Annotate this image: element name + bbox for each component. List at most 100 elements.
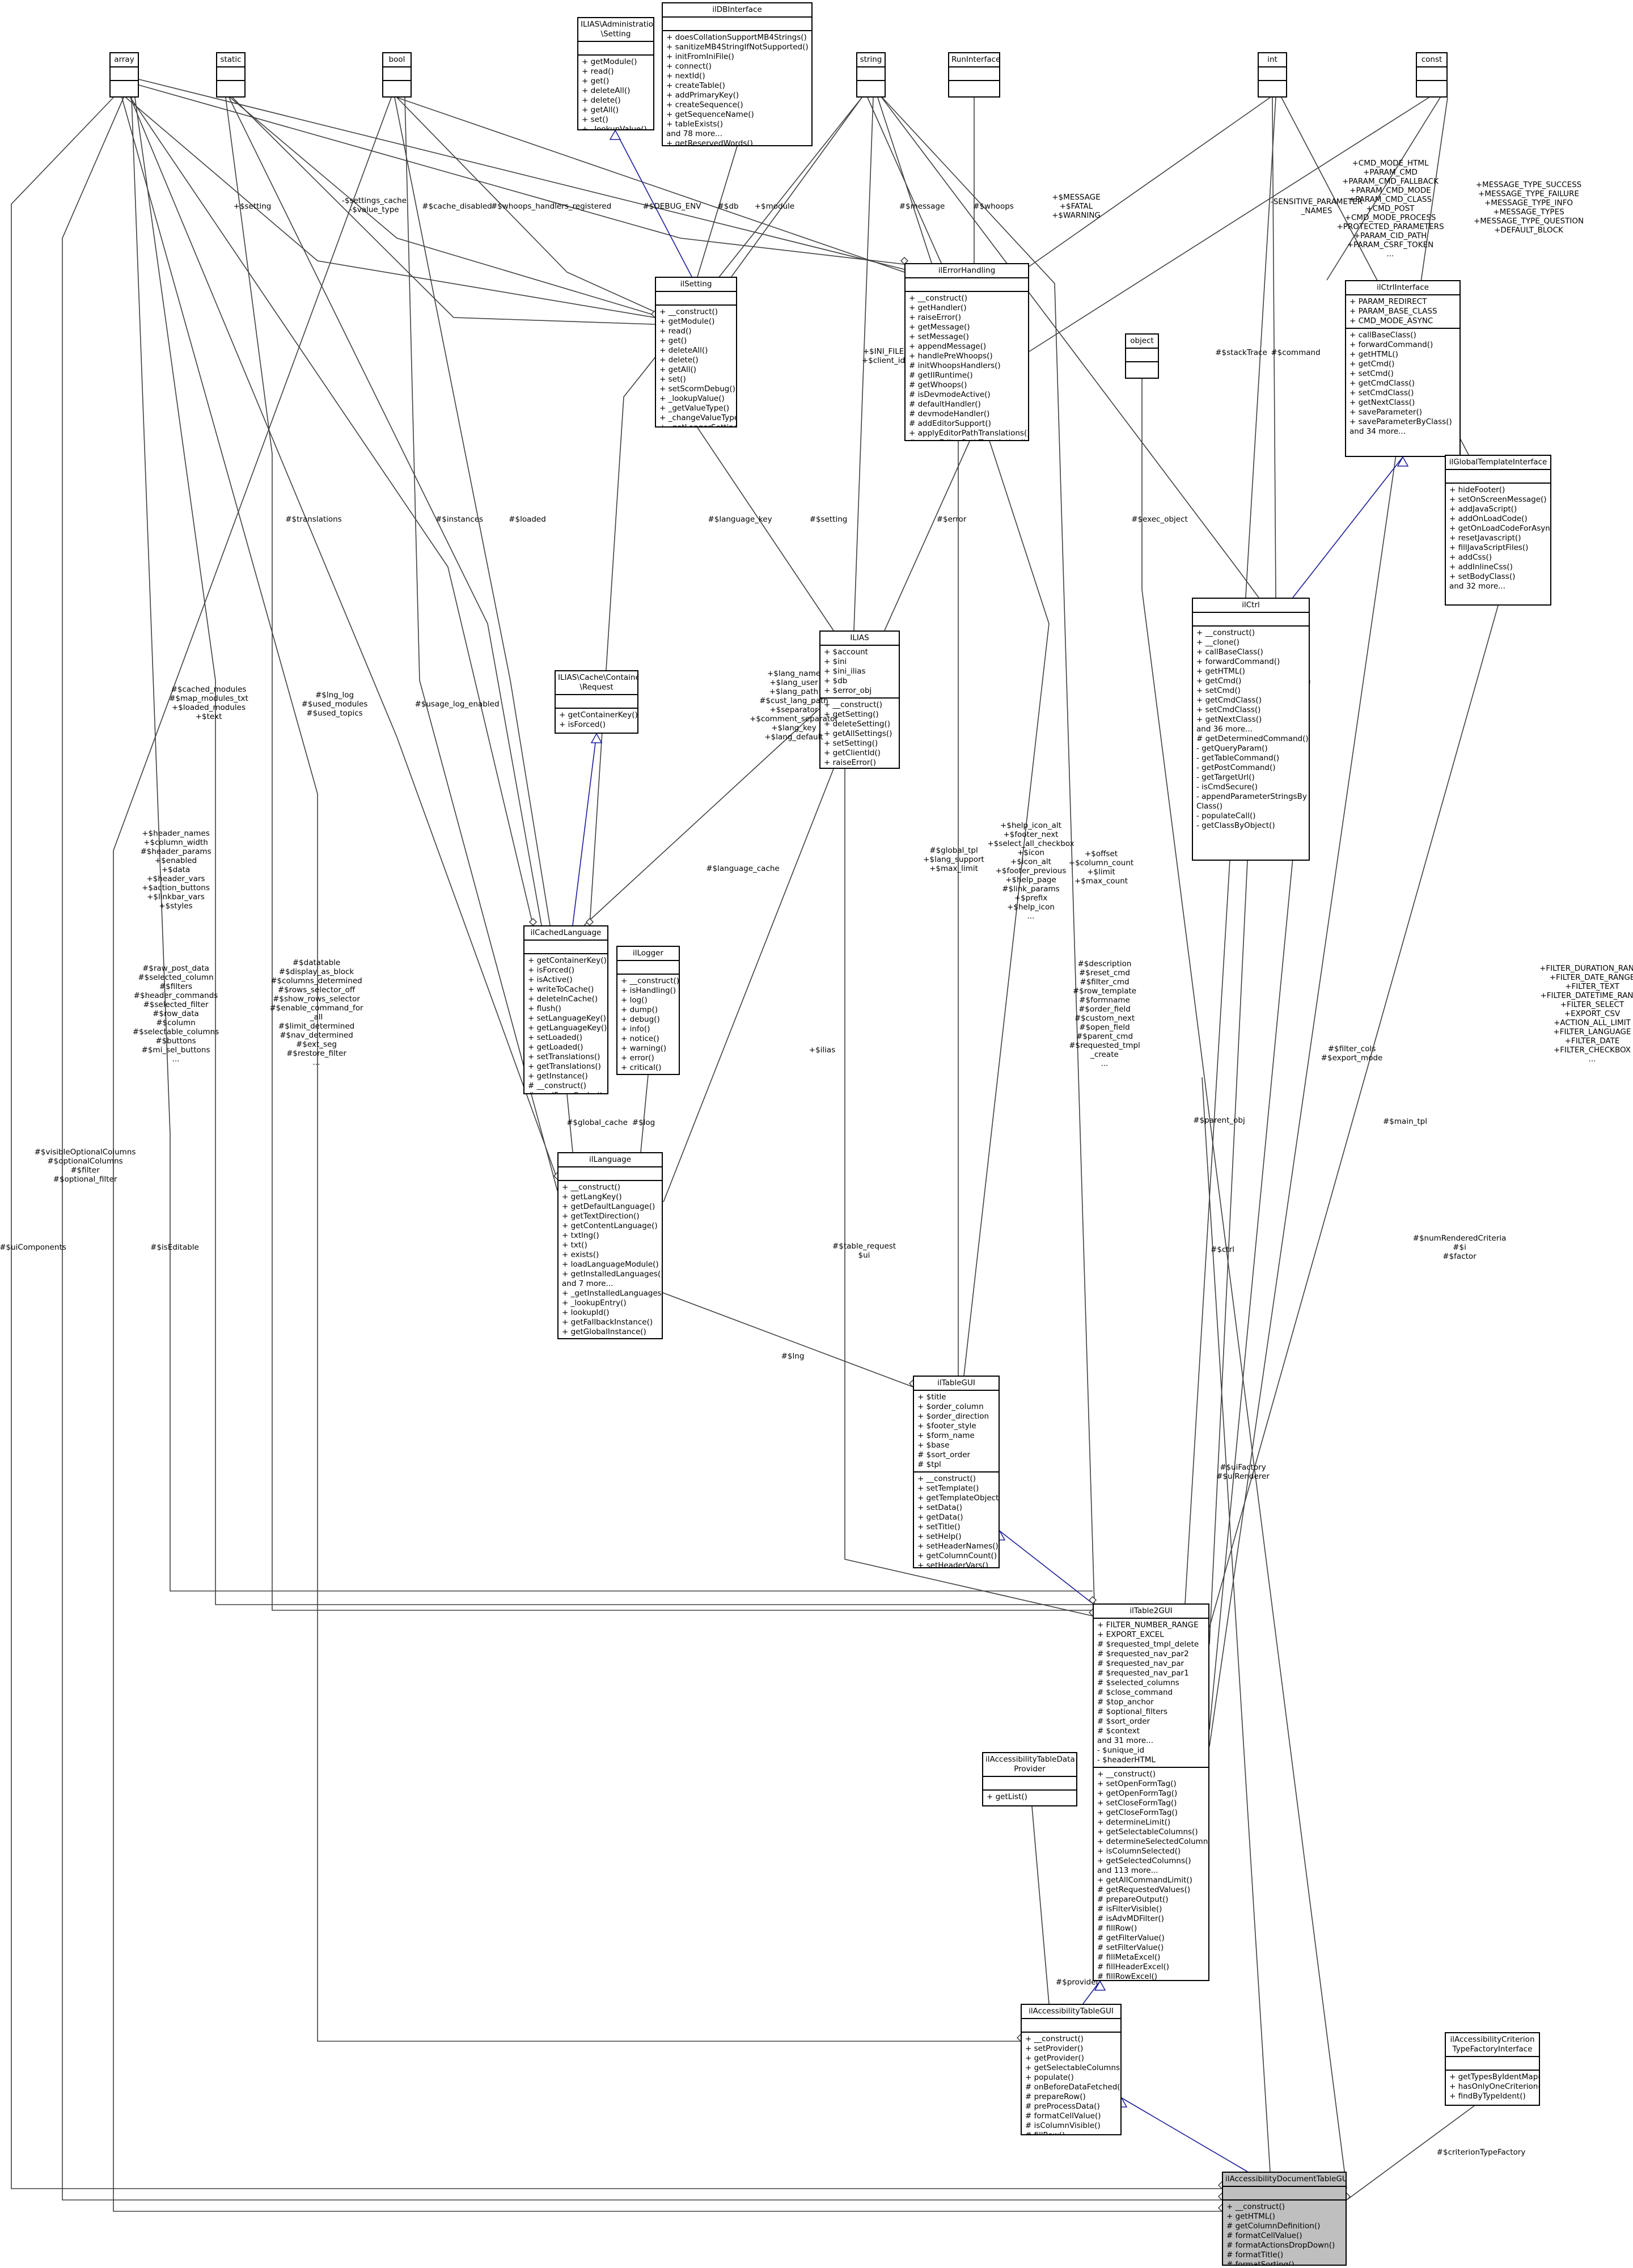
operations-section: + __construct()+ getModule()+ read()+ ge… [656,306,736,426]
class-table-gui[interactable]: ilTableGUI+ $title+ $order_column+ $orde… [913,1376,1000,1568]
operation: - getQueryParam() [1196,744,1268,753]
edge-label-line: +$help_icon_alt [1000,821,1061,830]
edge-label-line: +$MESSAGE [1052,193,1101,202]
association-edge [882,97,1095,1604]
edge-label-line: #$log [632,1118,655,1127]
operation: # isAdvMDFilter() [1097,1914,1164,1923]
class-string[interactable]: string [856,52,886,98]
operations-section [1126,362,1158,375]
edge-label-line: +EXPORT_CSV [1564,1009,1621,1018]
class-db-interface[interactable]: ilDBInterface+ doesCollationSupportMB4St… [662,2,813,146]
operation: + hideFooter() [1449,485,1505,494]
class-run-interface[interactable]: RunInterface [948,52,1000,98]
class-table2-gui[interactable]: ilTable2GUI+ FILTER_NUMBER_RANGE+ EXPORT… [1093,1603,1209,1981]
attribute: # $top_anchor [1097,1698,1154,1707]
operation: + getCloseFormTag() [1097,1808,1178,1817]
attributes-section [1223,2187,1346,2201]
operation: + getModule() [659,317,715,326]
class-ilsetting[interactable]: ilSetting+ __construct()+ getModule()+ r… [655,277,737,428]
operations-section: + getList() [983,1791,1076,1804]
edge-label-line: +$WARNING [1052,211,1101,220]
operation: + setCmdClass() [1349,388,1414,397]
class-static[interactable]: static [216,52,246,98]
aggregation-diamond [528,917,538,926]
attributes-section [578,42,653,56]
association-edge [1209,860,1248,1645]
operation: - isCmdSecure() [1196,782,1258,792]
class-accessibility-table-gui[interactable]: ilAccessibilityTableGUI+ __construct()+ … [1021,2004,1122,2135]
edge-label-msg-consts: +MESSAGE_TYPE_SUCCESS+MESSAGE_TYPE_FAILU… [1474,180,1584,235]
operation: + getTemplateObject() [917,1493,1000,1503]
edge-label-cached-modules: #$cached_modules#$map_modules_txt+$loade… [169,685,248,721]
class-cached-language[interactable]: ilCachedLanguage+ getContainerKey()+ isF… [523,925,608,1094]
operation: + getTextDirection() [562,1212,640,1221]
attributes-section [1417,67,1446,81]
edge-label-module: +$module [755,202,795,211]
class-int[interactable]: int [1258,52,1287,98]
operation: # initWhoopsHandlers() [909,361,1001,370]
attributes-section [111,67,138,81]
operation: # getColumnDefinition() [1226,2222,1321,2231]
operations-section: + __construct()+ getLangKey()+ getDefaul… [559,1181,663,1338]
edge-label-line: #$formname [1079,996,1130,1005]
class-logger[interactable]: ilLogger+ __construct()+ isHandling()+ l… [616,946,680,1075]
class-bool[interactable]: bool [382,52,412,98]
operation: + createTable() [666,81,725,90]
class-ilias[interactable]: ILIAS+ $account+ $ini+ $ini_ilias+ $db+ … [819,631,900,769]
inheritance-arrow [590,733,603,743]
class-object[interactable]: object [1125,333,1159,379]
association-edge [229,97,542,926]
operation: + populate() [1025,2073,1074,2082]
edge-label-setting2: #$setting [810,515,848,524]
operation: # __construct() [528,1081,587,1090]
class-language[interactable]: ilLanguage+ __construct()+ getLangKey()+… [557,1152,663,1339]
edge-label-line: #$rows_selector_off [277,985,356,995]
operation: + setProvider() [1025,2044,1084,2053]
class-global-template-interface[interactable]: ilGlobalTemplateInterface+ hideFooter()+… [1445,455,1551,606]
operation: + get() [582,77,610,86]
class-accessibility-document-table-gui[interactable]: ilAccessibilityDocumentTableGUI+ __const… [1222,2172,1347,2266]
operation: # getRequestedValues() [1097,1885,1191,1894]
edge-label-line: #$selected_column [138,973,214,982]
class-const[interactable]: const [1416,52,1448,98]
attribute: + $footer_style [917,1421,976,1431]
operation: + __construct() [1226,2202,1285,2211]
operation: # preProcessData() [1025,2102,1100,2111]
attributes-section [857,67,885,81]
edge-label-header-names: +$header_names+$column_width#$header_par… [140,829,211,911]
operations-section [1259,81,1286,94]
association-edge [396,97,655,312]
operation: + appendMessage() [909,342,987,351]
class-title: string [857,53,885,67]
class-array[interactable]: array [109,52,139,98]
edge-label-error: #$error [937,515,967,524]
edge-label-stack-trace: #$stackTrace [1215,348,1267,357]
operation: # fillRowExcel() [1097,1972,1157,1981]
attributes-section [1022,2019,1120,2033]
edge-label-line: +$footer_next [1003,830,1059,839]
class-error-handling[interactable]: ilErrorHandling+ __construct()+ getHandl… [904,263,1029,441]
class-title: static [217,53,244,67]
edge-label-ui-components: #$uiComponents [0,1243,66,1252]
edge-label-line: #$uiRenderer [1216,1472,1270,1481]
attributes-section: + $account+ $ini+ $ini_ilias+ $db+ $erro… [820,646,899,699]
operations-section: + __construct()+ getHandler()+ raiseErro… [906,292,1028,440]
operation: + set() [582,115,608,124]
class-cache-request[interactable]: ILIAS\Cache\Container\Request+ getContai… [555,670,638,734]
class-ilctrl[interactable]: ilCtrl+ __construct()+ __clone()+ callBa… [1192,598,1310,861]
edge-label-line: +ACTION_ALL_LIMIT [1554,1018,1631,1027]
association-edge [1029,97,1271,267]
edge-label-line: -$value_type [349,205,399,214]
edge-label-line: +$lang_user [769,678,818,687]
association-edge [697,427,834,631]
operation: + getInstalledLanguages() [562,1270,663,1279]
operation: + setMessage() [909,332,969,341]
class-setting-interface[interactable]: ILIAS\Administration\Setting+ getModule(… [577,17,654,130]
operation: # formatCellValue() [1025,2112,1101,2121]
association-edge [697,146,738,277]
operation: + initFromIniFile() [666,52,734,61]
edge-label-filter-cols: #$filter_cols#$export_mode [1321,1044,1383,1063]
class-ctrl-interface[interactable]: ilCtrlInterface+ PARAM_REDIRECT+ PARAM_B… [1345,280,1461,457]
